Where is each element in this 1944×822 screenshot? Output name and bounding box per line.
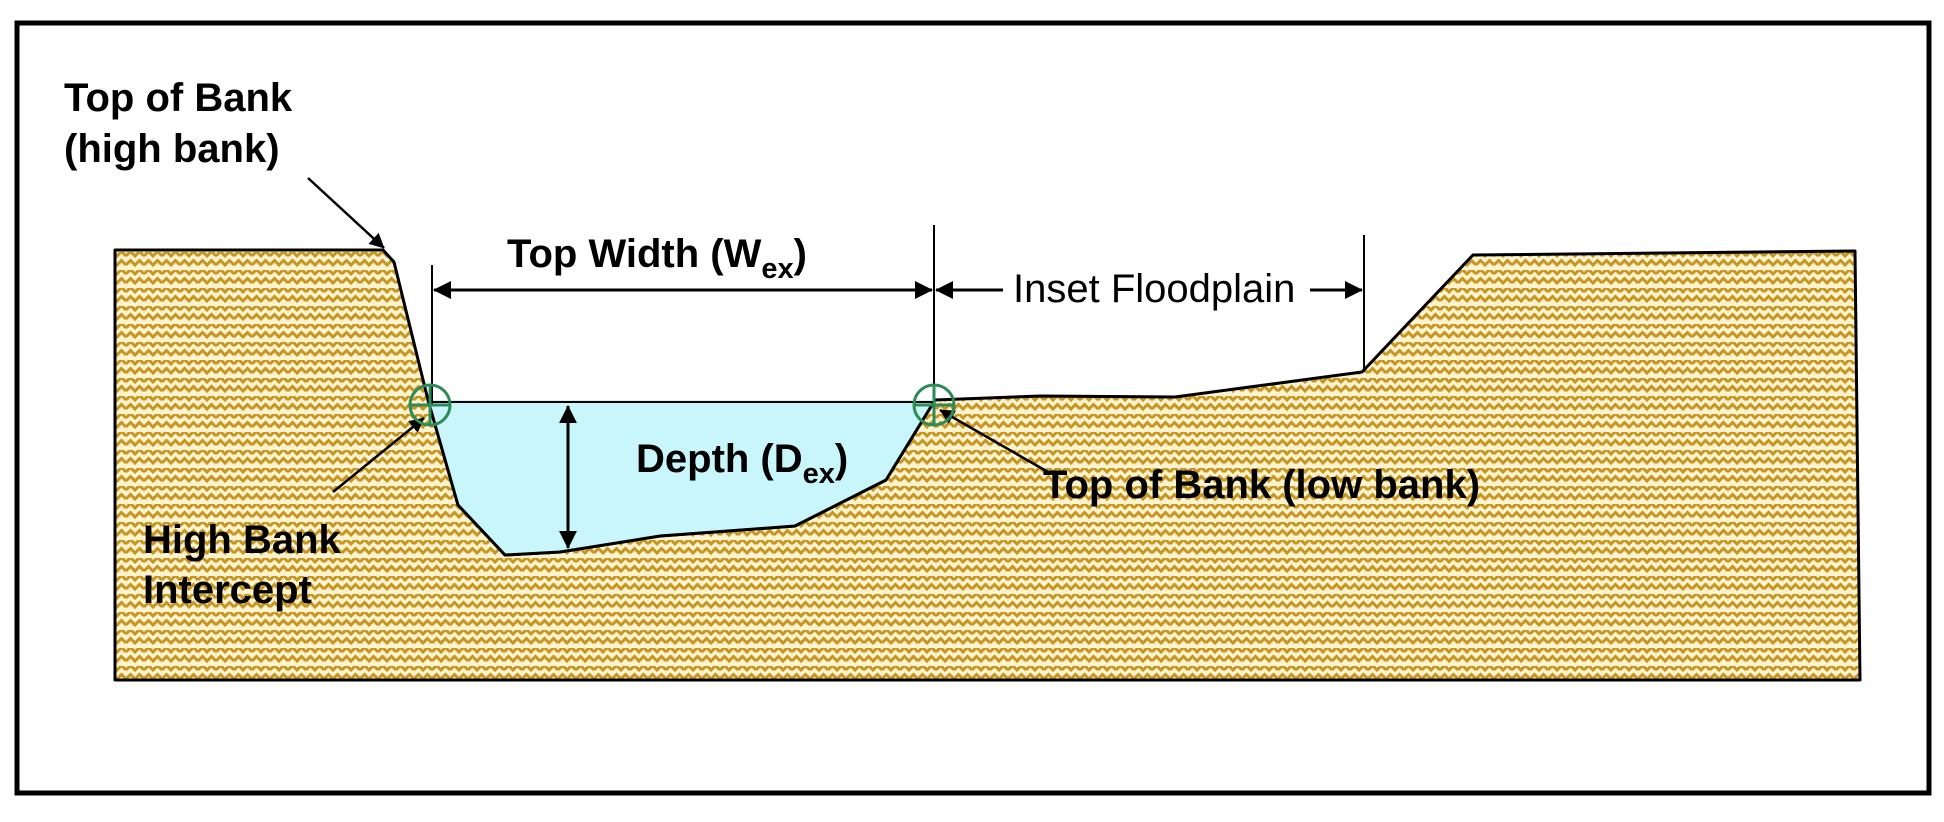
high-bank-intercept-leader-arrow (332, 417, 425, 493)
top-of-bank-high-leader-arrow (307, 177, 385, 249)
label-depth-subscript: ex (803, 458, 835, 490)
label-top-width: Top Width (Wex) (507, 232, 807, 285)
label-top-width-main: Top Width (W (507, 232, 762, 276)
label-high-bank-intercept-line2: Intercept (143, 568, 312, 612)
label-high-bank-intercept-line1: High Bank (143, 518, 342, 562)
channel-water (428, 400, 935, 555)
label-depth-close: ) (835, 437, 848, 481)
label-top-of-bank-low: Top of Bank (low bank) (1043, 463, 1480, 507)
low-bank-intercept-marker-icon (912, 383, 956, 427)
top-of-bank-low-leader-arrow (939, 408, 1049, 474)
channel-bed-line (426, 399, 937, 557)
label-top-width-subscript: ex (761, 253, 793, 285)
label-depth: Depth (Dex) (636, 437, 848, 490)
high-bank-intercept-marker-icon (408, 383, 452, 427)
label-top-of-bank-high-line2: (high bank) (64, 127, 280, 171)
label-top-of-bank-high-line1: Top of Bank (64, 76, 293, 120)
label-top-width-close: ) (794, 232, 807, 276)
label-inset-floodplain: Inset Floodplain (1013, 267, 1295, 311)
label-depth-main: Depth (D (636, 437, 803, 481)
